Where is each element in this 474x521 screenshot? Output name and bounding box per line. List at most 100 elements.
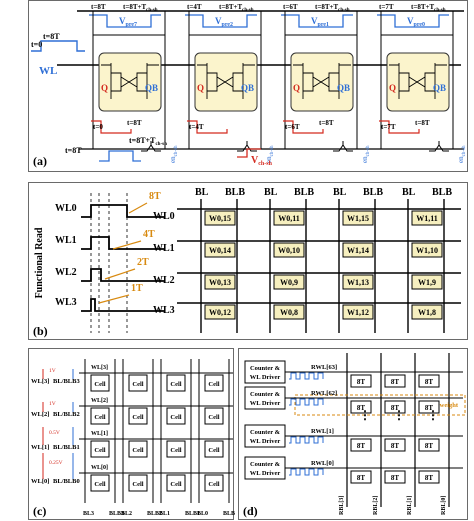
cell-label: Cell bbox=[208, 414, 219, 421]
cell-box bbox=[204, 374, 224, 392]
cell-box bbox=[128, 407, 148, 425]
cell-label: Cell bbox=[208, 447, 219, 454]
cell-box bbox=[90, 407, 110, 425]
c-bottom-label: BLB2 bbox=[147, 511, 162, 517]
qb-label: QB bbox=[337, 83, 350, 93]
weight-label: 4-bit weight bbox=[425, 402, 459, 409]
cell-label: Cell bbox=[132, 447, 143, 454]
bitline-header: BLB bbox=[363, 187, 383, 198]
side-wl-label: WL[0] bbox=[31, 478, 49, 485]
cell-box bbox=[90, 440, 110, 458]
driver-label-2: WL Driver bbox=[250, 400, 281, 407]
cell-label: Cell bbox=[170, 381, 181, 388]
sram-cell-box bbox=[386, 52, 450, 112]
weight-cell bbox=[204, 210, 236, 226]
weight-cell-label: W0,15 bbox=[209, 214, 231, 223]
wl-pulse bbox=[81, 204, 164, 218]
t8-bottom-label: t=8T bbox=[65, 146, 82, 155]
cell-8t-label: 8T bbox=[425, 404, 434, 412]
cell-8t bbox=[350, 400, 372, 414]
vpre-pulse bbox=[281, 14, 353, 28]
weight-cell-label: W1,12 bbox=[347, 308, 369, 317]
timing-top-start: t=8T bbox=[91, 3, 106, 11]
cell-box bbox=[128, 474, 148, 492]
cell-8t-label: 8T bbox=[391, 404, 400, 412]
side-pair-label: BL/BLB0 bbox=[53, 478, 80, 485]
voltage-label: 0.5V bbox=[49, 430, 60, 436]
weight-cell bbox=[342, 210, 374, 226]
pulse-train bbox=[289, 436, 324, 444]
panel-c-label: (c) bbox=[33, 504, 46, 518]
weight-cell bbox=[204, 304, 236, 320]
weight-cell bbox=[273, 242, 305, 258]
bitline-header: BL bbox=[195, 187, 209, 198]
weight-cell bbox=[411, 242, 443, 258]
timing-top-start: t=7T bbox=[379, 3, 394, 11]
pulse-width-label: 2T bbox=[137, 257, 149, 268]
timing-bottom-start: t=4T bbox=[189, 123, 204, 131]
rwl-label: RWL[63] bbox=[311, 364, 337, 371]
en-chsh-label: ench-sh bbox=[169, 145, 179, 163]
cell-box bbox=[204, 407, 224, 425]
discharge-wave bbox=[91, 120, 132, 134]
cell-box bbox=[204, 474, 224, 492]
c-bottom-label: BL1 bbox=[159, 511, 170, 517]
cell-8t-label: 8T bbox=[425, 378, 434, 386]
inverter-pair bbox=[398, 63, 436, 99]
charge-share-switch bbox=[429, 141, 449, 152]
driver-label-1: Counter & bbox=[250, 461, 281, 468]
weight-group-box bbox=[294, 394, 466, 416]
cell-label: Cell bbox=[94, 381, 105, 388]
rbl-label: RBL[0] bbox=[441, 496, 447, 515]
weight-cell bbox=[342, 304, 374, 320]
panel-d-label: (d) bbox=[243, 504, 258, 518]
cell-8t-label: 8T bbox=[391, 378, 400, 386]
rwl-label: RWL[62] bbox=[311, 390, 337, 397]
weight-cell-label: W1,10 bbox=[416, 246, 438, 255]
discharge-wave bbox=[283, 120, 324, 134]
discharge-wave bbox=[379, 120, 420, 134]
pulse-arrow bbox=[128, 202, 148, 214]
cell-8t bbox=[418, 470, 440, 484]
row-wl-tag: WL[0] bbox=[91, 465, 108, 471]
wl-label: WL bbox=[39, 65, 57, 77]
cell-box bbox=[166, 407, 186, 425]
weight-cell-label: W1,9 bbox=[418, 278, 436, 287]
vpre-label: Vpre2 bbox=[215, 16, 233, 28]
cell-box bbox=[204, 440, 224, 458]
side-pair-label: BL/BLB1 bbox=[53, 444, 80, 451]
cell-8t-label: 8T bbox=[425, 442, 434, 450]
weight-cell-label: W0,8 bbox=[280, 308, 298, 317]
wl-wave-label: WL3 bbox=[55, 297, 77, 308]
voltage-label: 1V bbox=[49, 368, 56, 374]
weight-cell bbox=[204, 274, 236, 290]
weight-cell bbox=[342, 242, 374, 258]
weight-cell bbox=[342, 274, 374, 290]
row-wl-tag: WL[1] bbox=[91, 431, 108, 437]
panel-b-diagram: Functional Read (b) WL0WL1WL2WL38T4T2T1T… bbox=[33, 187, 461, 338]
timing-top-end: t=8T+Tch-sh bbox=[219, 3, 254, 13]
timing-bottom-end: t=8T bbox=[319, 119, 334, 127]
t8-left-label: t=8T bbox=[43, 32, 60, 41]
cell-label: Cell bbox=[170, 447, 181, 454]
driver-label-2: WL Driver bbox=[250, 374, 281, 381]
en-chsh-label: ench-sh bbox=[457, 145, 467, 163]
ellipsis: ⋮ bbox=[393, 408, 405, 422]
q-label: Q bbox=[197, 83, 204, 93]
t0-label: t=0 bbox=[31, 40, 42, 49]
cell-box bbox=[128, 374, 148, 392]
vpre-label: Vpre1 bbox=[311, 16, 329, 28]
rwl-label: RWL[0] bbox=[311, 460, 334, 467]
timing-top-end: t=8T+Tch-sh bbox=[315, 3, 350, 13]
pulse-train bbox=[289, 372, 324, 380]
panel-c-diagram: WL[3]BL/BLB31VWL[2]BL/BLB21VWL[1]BL/BLB1… bbox=[31, 359, 235, 518]
cell-label: Cell bbox=[208, 381, 219, 388]
driver-label-2: WL Driver bbox=[250, 438, 281, 445]
weight-cell-label: W0,13 bbox=[209, 278, 231, 287]
cell-label: Cell bbox=[94, 481, 105, 488]
weight-cell-label: W1,8 bbox=[418, 308, 436, 317]
